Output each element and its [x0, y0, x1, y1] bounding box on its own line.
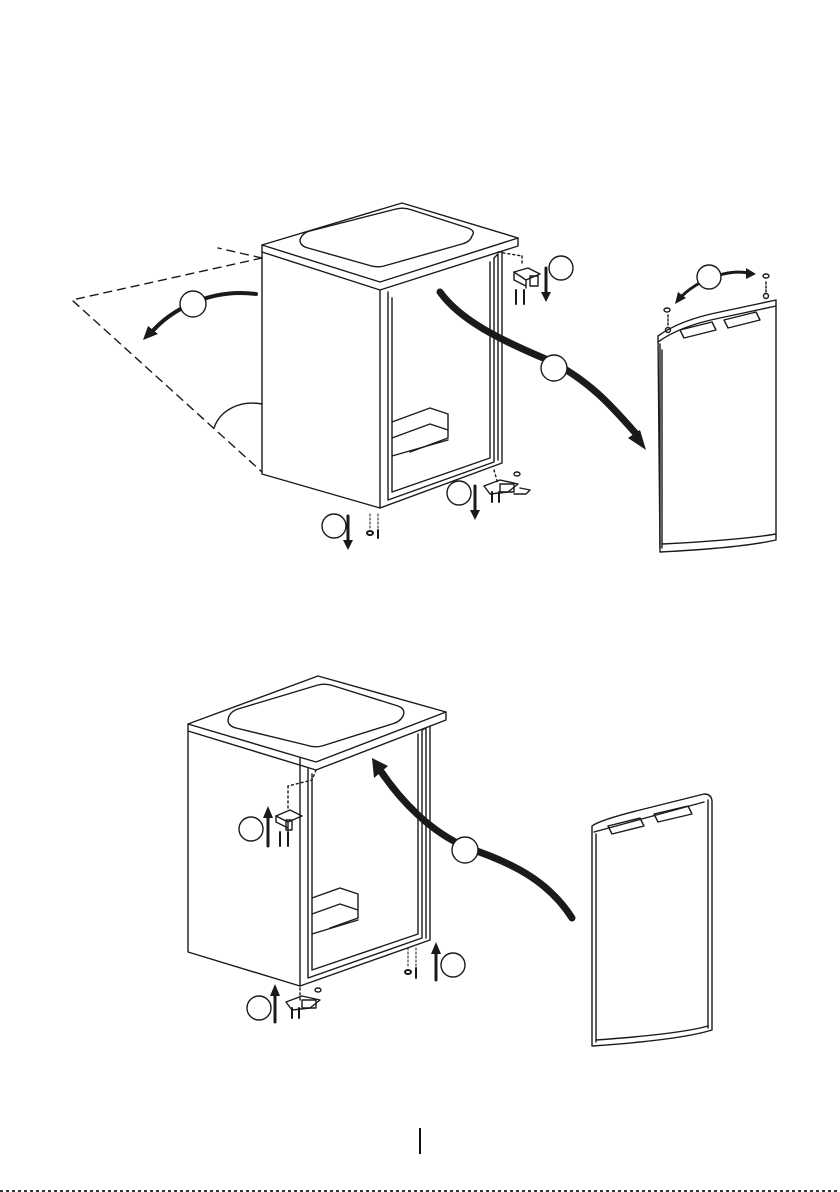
step-circle-icon: [180, 291, 206, 317]
step-circle-icon: [541, 355, 567, 381]
fridge-cabinet-bottom: [188, 676, 446, 986]
lower-hinge-icon: [286, 988, 321, 1018]
step-circle-icon: [452, 837, 478, 863]
step-circle-icon: [239, 817, 263, 841]
screw-icon: [280, 832, 288, 846]
step-circle-icon: [441, 953, 465, 977]
step-circle-icon: [447, 481, 471, 505]
top-figure: [72, 203, 776, 552]
dashed-door-outline: [72, 248, 262, 472]
swing-arc: [214, 403, 262, 428]
inner-shelf: [392, 408, 448, 452]
step-circle-icon: [549, 256, 573, 280]
screw-icon: [405, 948, 416, 978]
step-circle-icon: [697, 265, 721, 289]
curved-arrow-icon: [440, 292, 638, 436]
screw-icon: [516, 290, 524, 304]
fridge-door: [592, 794, 712, 1046]
page-separator: [419, 1128, 421, 1154]
step-circle-icon: [247, 996, 271, 1020]
bottom-figure: [188, 676, 712, 1046]
lower-hinge-icon: [484, 470, 530, 502]
fridge-door: [658, 274, 776, 552]
upper-hinge-icon: [276, 770, 316, 846]
screw-icon: [367, 514, 378, 538]
step-circle-icon: [322, 514, 346, 538]
fridge-cabinet-top: [262, 203, 518, 508]
upper-hinge-icon: [498, 252, 540, 304]
